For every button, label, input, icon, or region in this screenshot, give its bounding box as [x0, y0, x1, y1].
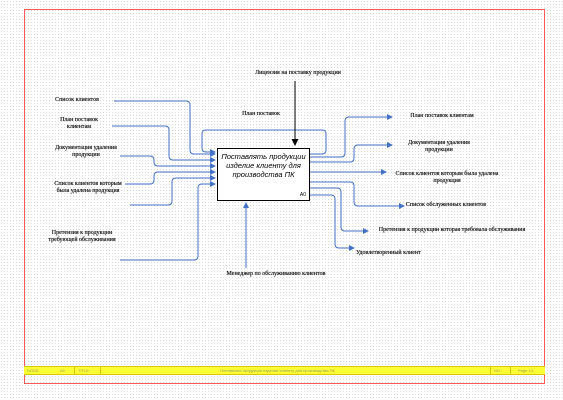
arrow-in4b	[130, 175, 216, 206]
label-out5: Претензия к продукции которая требовала …	[378, 227, 526, 233]
label-in2: План поставок клиентам	[60, 117, 98, 130]
label-mechanism: Менеджер по обслуживанию клиентов	[226, 271, 326, 277]
label-out6: Удовлетворенный клиент	[356, 250, 421, 256]
footer-node-label: NODE:	[27, 368, 40, 373]
arrow-in1	[114, 100, 216, 157]
arrow-out4	[310, 181, 405, 209]
footer-number-label: NO.:	[494, 368, 503, 373]
footer-page: Page 1/1	[518, 368, 535, 373]
footer-bar: NODE: A0 TITLE: Поставлять продукции изд…	[24, 366, 545, 375]
label-out4: Список обслуженных клиентов	[405, 202, 487, 208]
label-in4: Список клиентов которым была удалена про…	[54, 181, 122, 194]
footer-title: Поставлять продукции изделие клиенту для…	[220, 368, 335, 373]
arrow-out6	[310, 194, 355, 251]
footer-title-label: TITLE:	[78, 368, 91, 373]
label-in5: Претензия к продукции требующей обслужив…	[48, 230, 116, 243]
label-control: Лицензия на поставку продукции	[255, 70, 341, 76]
arrow-out5	[310, 187, 369, 234]
arrow-loop	[201, 129, 327, 155]
footer-node-value: A0	[60, 368, 65, 373]
arrow-in5	[120, 181, 216, 261]
arrow-in3	[120, 155, 216, 169]
arrow-out2	[310, 142, 393, 163]
arrow-in4	[125, 169, 216, 185]
activity-number: А0	[299, 192, 306, 198]
label-out3: Список клиентов которым была удалена про…	[395, 171, 499, 184]
label-in3: Документация удаления продукции	[55, 145, 117, 158]
diagram-frame	[24, 9, 545, 384]
label-loop: План поставок	[242, 111, 280, 117]
activity-box[interactable]: Поставлять продукции изделие клиенту для…	[217, 148, 310, 201]
activity-title: Поставлять продукции изделие клиенту для…	[221, 152, 306, 179]
arrow-out1	[310, 114, 393, 158]
label-out2: Документация удаления продукции	[408, 140, 470, 153]
label-in1: Список клиентов	[55, 97, 99, 103]
arrow-in2	[112, 125, 216, 163]
label-out1: План поставок клиентам	[410, 113, 474, 119]
